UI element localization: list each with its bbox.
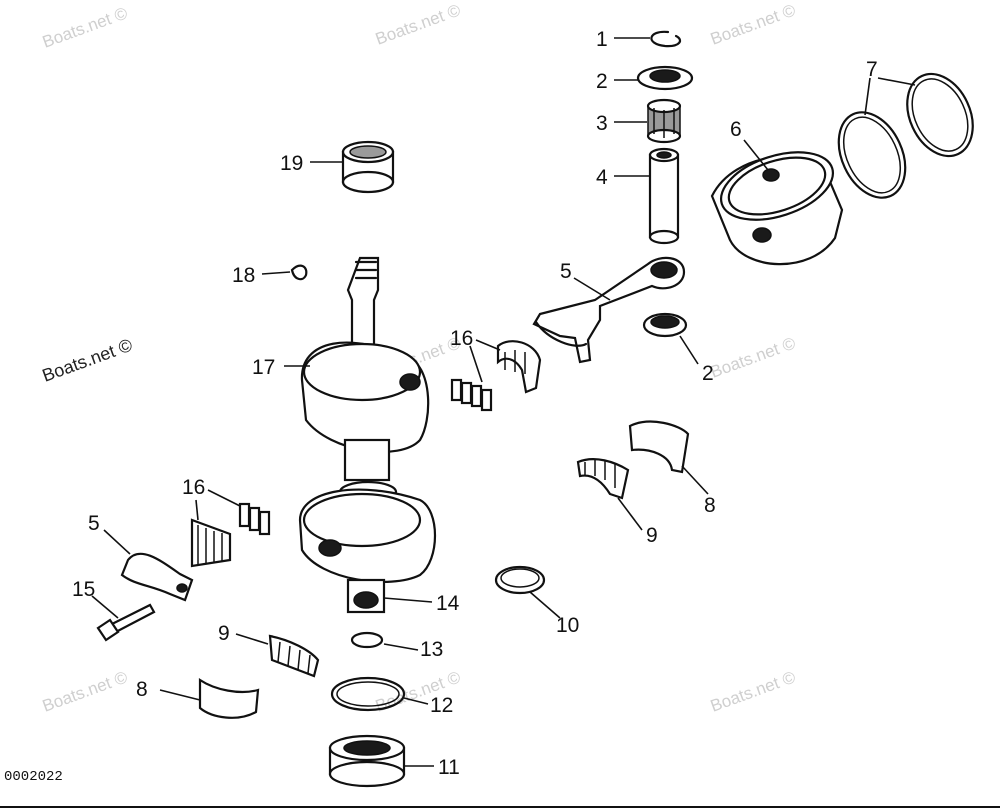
callout-2-top: 2	[596, 70, 608, 93]
diagram-code: 0002022	[4, 769, 63, 785]
callout-9-lower: 9	[218, 622, 230, 645]
part-2-thrust-washer-top	[636, 65, 694, 91]
part-5-connecting-rod	[532, 256, 686, 364]
part-9-bearing-half-upper	[576, 458, 630, 500]
part-3-needle-bearing	[646, 98, 682, 144]
callout-19: 19	[280, 152, 303, 175]
callout-13: 13	[420, 638, 443, 661]
watermark-top-left: Boats.net ©	[40, 3, 131, 51]
callout-4: 4	[596, 166, 608, 189]
leader-lines	[91, 37, 916, 767]
part-8-bearing-race-upper	[628, 420, 690, 474]
callout-14: 14	[436, 592, 460, 615]
callout-16-upper: 16	[450, 327, 473, 350]
callout-11: 11	[438, 756, 460, 779]
callout-1: 1	[596, 28, 608, 51]
watermark-top-right: Boats.net ©	[708, 0, 799, 48]
watermark-bottom-left: Boats.net ©	[40, 667, 131, 715]
callout-17: 17	[252, 356, 275, 379]
watermark-top-center: Boats.net ©	[373, 0, 464, 48]
watermark-bottom-right: Boats.net ©	[708, 667, 799, 715]
part-15-rod-bolt	[96, 603, 156, 642]
part-8-bearing-race-lower	[198, 677, 260, 719]
part-16-bearing-cage-upper	[450, 340, 542, 412]
part-5-rod-cap	[120, 552, 194, 602]
part-2-thrust-washer-bottom	[642, 312, 688, 338]
callout-9-upper: 9	[646, 524, 658, 547]
part-13-o-ring	[350, 631, 384, 649]
callout-8-lower: 8	[136, 678, 148, 701]
callout-8-upper: 8	[704, 494, 716, 517]
callout-labels: 1 2 3 4 5 6 7 2 16 17 18 19 16 5 15 14 1…	[72, 28, 878, 779]
callout-7: 7	[866, 58, 878, 81]
watermark-layer: Boats.net © Boats.net © Boats.net © Boat…	[40, 0, 799, 715]
part-7-piston-rings	[837, 72, 974, 199]
callout-16-lower: 16	[182, 476, 205, 499]
part-9-bearing-half-lower	[268, 634, 320, 678]
callout-6: 6	[730, 118, 742, 141]
callout-3: 3	[596, 112, 608, 135]
callout-10: 10	[556, 614, 579, 637]
callout-5-lower: 5	[88, 512, 100, 535]
callout-12: 12	[430, 694, 453, 717]
part-11-oil-seal	[328, 734, 406, 788]
part-10-snap-ring	[494, 565, 546, 595]
callout-15: 15	[72, 578, 95, 601]
callout-2-bottom: 2	[702, 362, 714, 385]
part-17-crankshaft	[298, 256, 437, 614]
part-19-main-bearing	[341, 140, 395, 194]
part-4-wrist-pin	[648, 147, 680, 245]
callout-5-top: 5	[560, 260, 572, 283]
watermark-mid-right: Boats.net ©	[708, 333, 799, 381]
part-18-woodruff-key	[290, 264, 308, 281]
part-1-retaining-clip	[650, 30, 682, 48]
callout-18: 18	[232, 264, 255, 287]
watermark-mid-left: Boats.net ©	[40, 335, 135, 386]
part-6-piston	[710, 151, 844, 266]
part-12-seal-ring	[330, 676, 406, 712]
part-16-bearing-cage-lower	[190, 502, 271, 568]
